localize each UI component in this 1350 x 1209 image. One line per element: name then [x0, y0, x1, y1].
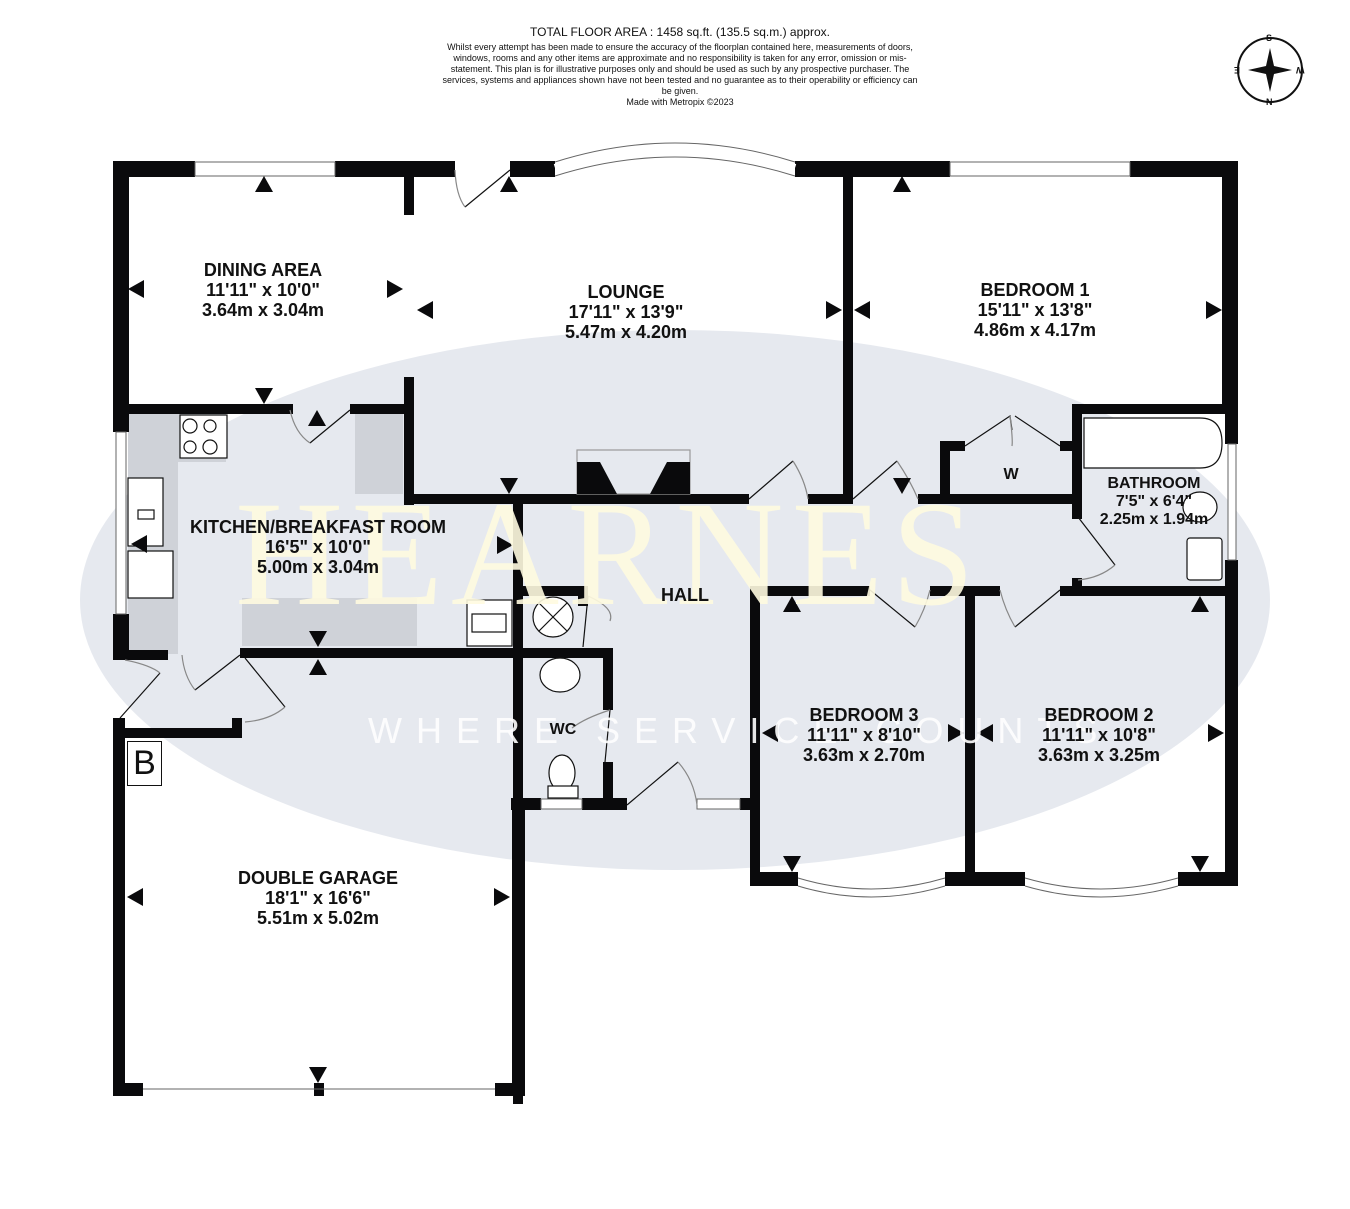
room-name: WC — [549, 721, 577, 738]
boiler-cupboard-icon — [466, 599, 513, 647]
compass-rose-icon — [1237, 37, 1303, 103]
watermark-tagline: WHERE SERVICE COUNTS — [368, 710, 1112, 751]
room-bedroom-3: BEDROOM 3 11'11" x 8'10" 3.63m x 2.70m — [803, 705, 925, 765]
room-imperial: 11'11" x 10'0" — [206, 280, 320, 300]
room-double-garage: DOUBLE GARAGE 18'1" x 16'6" 5.51m x 5.02… — [238, 868, 398, 928]
boiler-marker: B — [127, 741, 162, 786]
room-name: HALL — [661, 585, 709, 605]
room-name: BEDROOM 3 — [809, 705, 919, 725]
measurement-arrows — [127, 176, 1224, 1083]
washing-machine-icon — [127, 550, 174, 599]
room-imperial: 18'1" x 16'6" — [265, 888, 371, 908]
room-hall: HALL — [661, 585, 709, 605]
walls — [113, 161, 1238, 1104]
compass-bottom-letter: N — [1266, 97, 1273, 107]
total-floor-area: TOTAL FLOOR AREA : 1458 sq.ft. (135.5 sq… — [530, 25, 830, 39]
room-imperial: 16'5" x 10'0" — [265, 537, 371, 557]
room-name: BEDROOM 2 — [1044, 705, 1154, 725]
room-name: BATHROOM — [1107, 475, 1201, 492]
room-name: LOUNGE — [587, 282, 665, 302]
credit-text: Made with Metropix ©2023 — [626, 97, 734, 107]
room-dining-area: DINING AREA 11'11" x 10'0" 3.64m x 3.04m — [202, 260, 324, 320]
room-lounge: LOUNGE 17'11" x 13'9" 5.47m x 4.20m — [565, 282, 687, 342]
room-metric: 5.47m x 4.20m — [564, 322, 688, 342]
bath-icon — [1083, 417, 1223, 469]
hob-icon — [179, 414, 228, 459]
bathroom-basin-icon — [1186, 537, 1223, 581]
room-metric: 3.63m x 2.70m — [802, 745, 926, 765]
room-imperial: 15'11" x 13'8" — [977, 300, 1093, 320]
plan-header: TOTAL FLOOR AREA : 1458 sq.ft. (135.5 sq… — [440, 24, 920, 108]
room-metric: 4.86m x 4.17m — [973, 320, 1097, 340]
watermark-brand: HEARNES — [235, 471, 983, 637]
compass-right-letter: W — [1296, 65, 1305, 75]
bathroom-toilet-icon — [1182, 491, 1218, 523]
room-bathroom: BATHROOM 7'5" x 6'4" 2.25m x 1.94m — [1100, 475, 1209, 529]
fixtures — [127, 414, 1223, 799]
room-name: W — [1003, 466, 1019, 483]
room-bedroom-1: BEDROOM 1 15'11" x 13'8" 4.86m x 4.17m — [974, 280, 1096, 340]
compass-top-letter: S — [1266, 33, 1273, 43]
room-name: DINING AREA — [203, 260, 323, 280]
room-kitchen-breakfast: KITCHEN/BREAKFAST ROOM 16'5" x 10'0" 5.0… — [190, 517, 446, 577]
disclaimer-text: Whilst every attempt has been made to en… — [442, 42, 918, 96]
doors — [119, 169, 1116, 806]
sink-icon — [127, 477, 164, 547]
room-name: DOUBLE GARAGE — [237, 868, 399, 888]
basin-icon — [539, 657, 581, 693]
room-metric: 3.64m x 3.04m — [201, 300, 325, 320]
room-bedroom-2: BEDROOM 2 11'11" x 10'8" 3.63m x 3.25m — [1038, 705, 1160, 765]
toilet-icon — [547, 754, 579, 799]
room-name: KITCHEN/BREAKFAST ROOM — [190, 517, 446, 537]
compass-left-letter: E — [1234, 65, 1241, 75]
hot-water-cylinder-icon — [532, 596, 574, 638]
room-metric: 3.63m x 3.25m — [1037, 745, 1161, 765]
room-metric: 2.25m x 1.94m — [1099, 511, 1209, 528]
room-metric: 5.51m x 5.02m — [256, 908, 380, 928]
room-wc: WC — [550, 721, 577, 739]
fireplace-icon — [576, 449, 691, 495]
room-imperial: 11'11" x 10'8" — [1042, 725, 1156, 745]
room-imperial: 17'11" x 13'9" — [568, 302, 684, 322]
windows — [115, 142, 1237, 1090]
room-metric: 5.00m x 3.04m — [256, 557, 380, 577]
room-name: BEDROOM 1 — [980, 280, 1090, 300]
room-imperial: 7'5" x 6'4" — [1115, 493, 1193, 510]
room-imperial: 11'11" x 8'10" — [807, 725, 921, 745]
room-wardrobe: W — [1003, 466, 1018, 484]
